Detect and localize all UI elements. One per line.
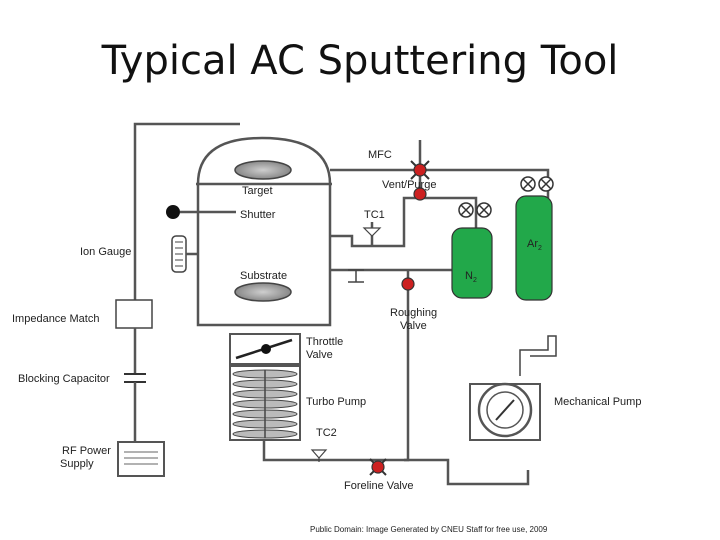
substrate-label: Substrate <box>240 270 287 282</box>
n2-cylinder <box>515 195 553 301</box>
ar-label: Ar2 <box>527 238 542 252</box>
vent-purge-valve-icon[interactable] <box>413 187 427 201</box>
foreline-valve-label: Foreline Valve <box>344 480 414 492</box>
vent-purge-label: Vent/Purge <box>382 179 436 191</box>
mfc-label: MFC <box>368 149 392 161</box>
ar-valve-icon[interactable] <box>458 202 492 218</box>
tc2-gauge-icon <box>310 449 328 462</box>
mfc-valve-icon[interactable] <box>410 160 430 180</box>
rf-power-label-2: Supply <box>60 458 94 470</box>
impedance-match-label: Impedance Match <box>12 313 99 325</box>
blocking-capacitor-label: Blocking Capacitor <box>18 373 110 385</box>
rf-power-label: RF Power <box>62 445 111 457</box>
roughing-valve-icon[interactable] <box>401 277 415 291</box>
n2-valve-icon[interactable] <box>520 176 554 192</box>
turbo-pump-label: Turbo Pump <box>306 396 366 408</box>
substrate-disc <box>234 282 292 302</box>
target-disc <box>234 160 292 180</box>
credit-footer: Public Domain: Image Generated by CNEU S… <box>310 525 548 534</box>
ion-gauge <box>171 235 198 273</box>
turbo-pump <box>229 365 301 441</box>
mechanical-pump <box>446 335 557 486</box>
throttle-valve-label: Throttle <box>306 336 343 348</box>
throttle-valve <box>229 333 301 365</box>
ion-gauge-label: Ion Gauge <box>80 246 131 258</box>
shutter-label: Shutter <box>240 209 276 221</box>
roughing-valve-label-2: Valve <box>400 320 427 332</box>
page-title: Typical AC Sputtering Tool <box>101 38 619 84</box>
tc1-label: TC1 <box>364 209 385 221</box>
target-label: Target <box>242 185 273 197</box>
shutter <box>166 205 236 219</box>
foreline-valve-icon[interactable] <box>369 458 387 476</box>
tc1-gauge-icon <box>362 227 382 237</box>
mechanical-pump-label: Mechanical Pump <box>554 396 641 408</box>
substrate-clamp-icon <box>348 269 364 283</box>
tc2-label: TC2 <box>316 427 337 439</box>
roughing-valve-label: Roughing <box>390 307 437 319</box>
rf-circuit <box>115 122 240 442</box>
rf-power-supply <box>117 441 165 477</box>
throttle-valve-label-2: Valve <box>306 349 333 361</box>
n2-label: N2 <box>465 270 477 284</box>
ar-cylinder <box>451 227 493 299</box>
